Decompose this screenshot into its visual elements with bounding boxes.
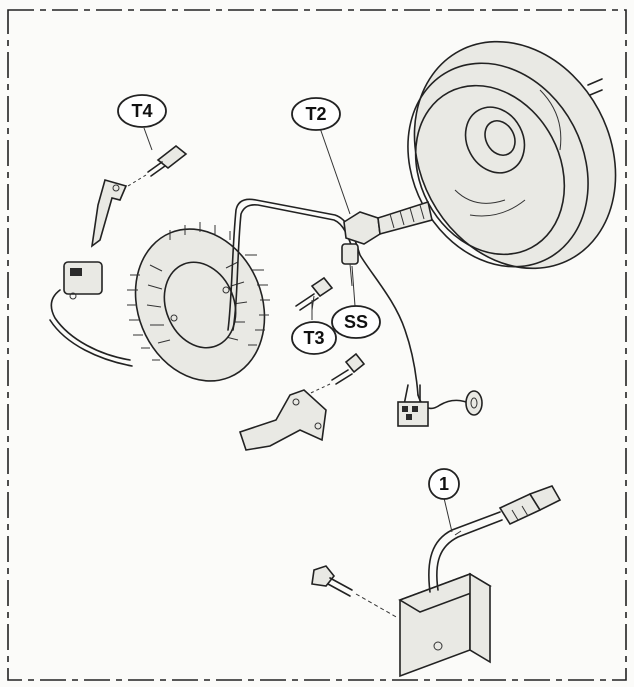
callout-ss-label: SS: [344, 312, 368, 332]
pulser-bolt: [299, 352, 366, 399]
callout-t4: T4: [117, 94, 167, 128]
callout-t3: T3: [291, 321, 337, 355]
regulator-rectifier: [398, 572, 492, 678]
callout-t2-label: T2: [305, 104, 326, 124]
stator-coil: [127, 222, 270, 382]
callout-t2: T2: [291, 97, 341, 131]
regulator-bolt: [311, 565, 399, 619]
diagram-frame: [7, 9, 627, 681]
pulser-coil: [238, 389, 327, 451]
wire-grommet-upper: [341, 243, 359, 287]
callout-t4-label: T4: [131, 101, 152, 121]
wire-connector: [397, 384, 429, 427]
flywheel-rotor: [407, 40, 617, 270]
callout-1: 1: [428, 468, 460, 500]
wire-grommet: [465, 390, 483, 416]
regulator-connector: [498, 485, 562, 526]
callout-ss: SS: [331, 305, 381, 339]
bracket-bolt: [127, 144, 188, 187]
pickup-block: [63, 261, 103, 300]
callout-1-label: 1: [439, 474, 449, 494]
leader-lines: [143, 127, 453, 533]
wire-clamp: [90, 179, 128, 248]
stator-bolt: [295, 276, 334, 311]
rotor-bolt: [343, 200, 433, 245]
callout-t3-label: T3: [303, 328, 324, 348]
